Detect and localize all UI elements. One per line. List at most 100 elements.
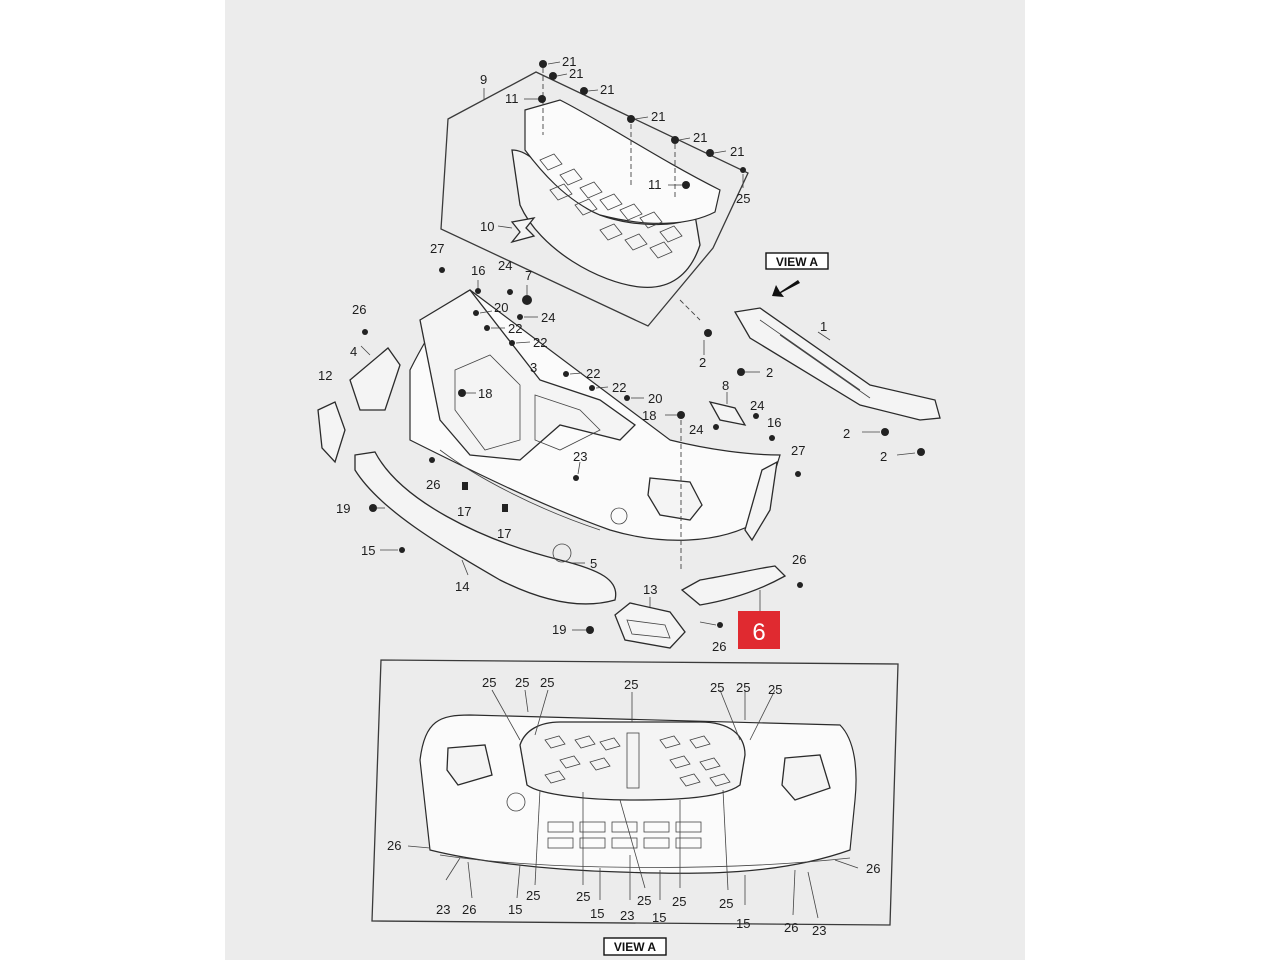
label-view-25h: 25: [526, 888, 540, 903]
label-24a: 24: [498, 258, 512, 273]
label-25-top: 25: [736, 191, 750, 206]
label-view-26d: 26: [784, 920, 798, 935]
leader-10: [497, 225, 513, 229]
label-view-26c: 26: [866, 861, 880, 876]
bolt-16b: [769, 435, 775, 441]
bolt-27a: [439, 267, 445, 273]
view-a-caption-box: [603, 937, 667, 956]
upper-support-opening-right: [534, 394, 601, 451]
view-a-leader-lines: [407, 689, 859, 919]
label-11b: 11: [648, 177, 662, 192]
bolt-24c: [713, 424, 719, 430]
label-5: 5: [590, 556, 597, 571]
label-18a: 18: [478, 386, 492, 401]
fog-opening-left-rear: [446, 744, 493, 786]
highlight-box: [738, 611, 780, 649]
label-26a: 26: [352, 302, 366, 317]
bolt-16a: [475, 288, 481, 294]
leader-22c: [569, 372, 583, 375]
view-a-caption-bottom: VIEW A: [603, 937, 667, 956]
label-12: 12: [318, 368, 332, 383]
bracket-part-8: [708, 401, 747, 426]
leader-26d: [699, 621, 717, 626]
clip-19a: [369, 504, 377, 512]
lower-grille-slots: [547, 821, 702, 849]
label-2d: 2: [880, 449, 887, 464]
leader-23a: [577, 461, 581, 475]
label-21f: 21: [730, 144, 744, 159]
view-a-label: VIEW A: [776, 255, 819, 269]
label-21d: 21: [651, 109, 665, 124]
label-view-26a: 26: [387, 838, 401, 853]
label-21a: 21: [562, 54, 576, 69]
clip-17a: [462, 482, 468, 490]
bolt-26a: [362, 329, 368, 335]
label-view-15c: 15: [652, 910, 666, 925]
upper-support-frame: [419, 289, 637, 461]
bolt-27b: [795, 471, 801, 477]
leader-20a: [479, 310, 493, 314]
dash-line-view: [679, 299, 701, 321]
label-18b: 18: [642, 408, 656, 423]
label-view-25k: 25: [672, 894, 686, 909]
emblem-part: [510, 217, 536, 244]
label-15a: 15: [361, 543, 375, 558]
clip-7: [522, 295, 532, 305]
label-22b: 22: [533, 335, 547, 350]
label-24d: 24: [750, 398, 764, 413]
label-23a: 23: [573, 449, 587, 464]
leader-21c: [587, 89, 599, 92]
bolt-23a: [573, 475, 579, 481]
label-7: 7: [525, 268, 532, 283]
view-a-label-box: [765, 252, 829, 270]
leader-21d: [634, 116, 649, 120]
label-view-25b: 25: [515, 675, 529, 690]
bolt-21b: [549, 72, 557, 80]
label-22c: 22: [586, 366, 600, 381]
label-26b: 26: [426, 477, 440, 492]
reinforcement-bar-detail: [759, 319, 871, 399]
bolt-24a: [507, 289, 513, 295]
fog-bezel-left: [317, 401, 346, 464]
tow-hook-cap: [552, 543, 572, 563]
label-21e: 21: [693, 130, 707, 145]
label-view-25a: 25: [482, 675, 496, 690]
leader-21b: [556, 73, 568, 77]
label-27a: 27: [430, 241, 444, 256]
label-14: 14: [455, 579, 469, 594]
label-21c: 21: [600, 82, 614, 97]
grille-mesh: [524, 99, 721, 224]
label-16a: 16: [471, 263, 485, 278]
grille-box-outline: [440, 71, 749, 327]
bolt-25-top: [740, 167, 746, 173]
fog-opening-right-rear: [781, 754, 831, 801]
label-view-23a: 23: [436, 902, 450, 917]
label-26c: 26: [792, 552, 806, 567]
label-3: 3: [530, 360, 537, 375]
label-view-25i: 25: [576, 889, 590, 904]
bolt-22d: [589, 385, 595, 391]
tow-hook-opening-rear: [506, 792, 526, 812]
label-view-25f: 25: [736, 680, 750, 695]
leader-21f: [713, 150, 727, 154]
bolt-11a: [538, 95, 546, 103]
label-2c: 2: [843, 426, 850, 441]
bolt-11b: [682, 181, 690, 189]
label-13: 13: [643, 582, 657, 597]
label-2a: 2: [699, 355, 706, 370]
bolt-2d: [917, 448, 925, 456]
highlight-label: 6: [752, 619, 765, 646]
view-a-caption: VIEW A: [614, 940, 657, 954]
leader-14: [461, 559, 469, 576]
bolt-2a: [704, 329, 712, 337]
lower-spoiler: [354, 451, 617, 605]
label-1: 1: [820, 319, 827, 334]
label-view-23b: 23: [620, 908, 634, 923]
bolt-26d: [717, 622, 723, 628]
bolt-21f: [706, 149, 714, 157]
label-8: 8: [722, 378, 729, 393]
label-22a: 22: [508, 321, 522, 336]
label-22d: 22: [612, 380, 626, 395]
label-10: 10: [480, 219, 494, 234]
label-view-15a: 15: [508, 902, 522, 917]
